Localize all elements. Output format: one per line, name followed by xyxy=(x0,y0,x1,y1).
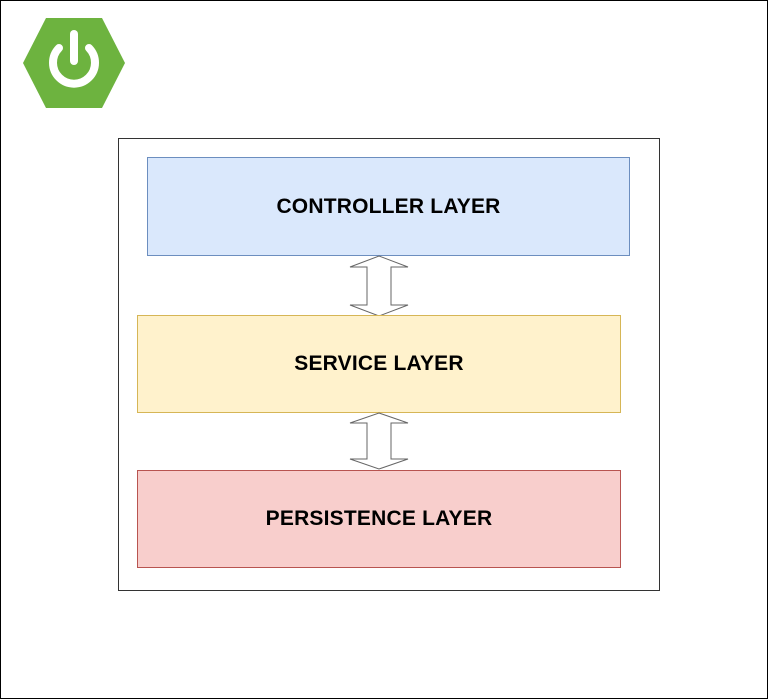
service-layer-box: SERVICE LAYER xyxy=(137,315,621,413)
persistence-layer-label: PERSISTENCE LAYER xyxy=(265,507,493,530)
service-layer-label: SERVICE LAYER xyxy=(294,352,464,375)
spring-power-icon xyxy=(23,18,125,108)
controller-layer-box: CONTROLLER LAYER xyxy=(147,157,630,256)
bidirectional-arrow-icon xyxy=(349,412,409,470)
bidirectional-arrow-icon xyxy=(349,255,409,317)
controller-layer-label: CONTROLLER LAYER xyxy=(276,194,501,218)
persistence-layer-box: PERSISTENCE LAYER xyxy=(137,470,621,568)
